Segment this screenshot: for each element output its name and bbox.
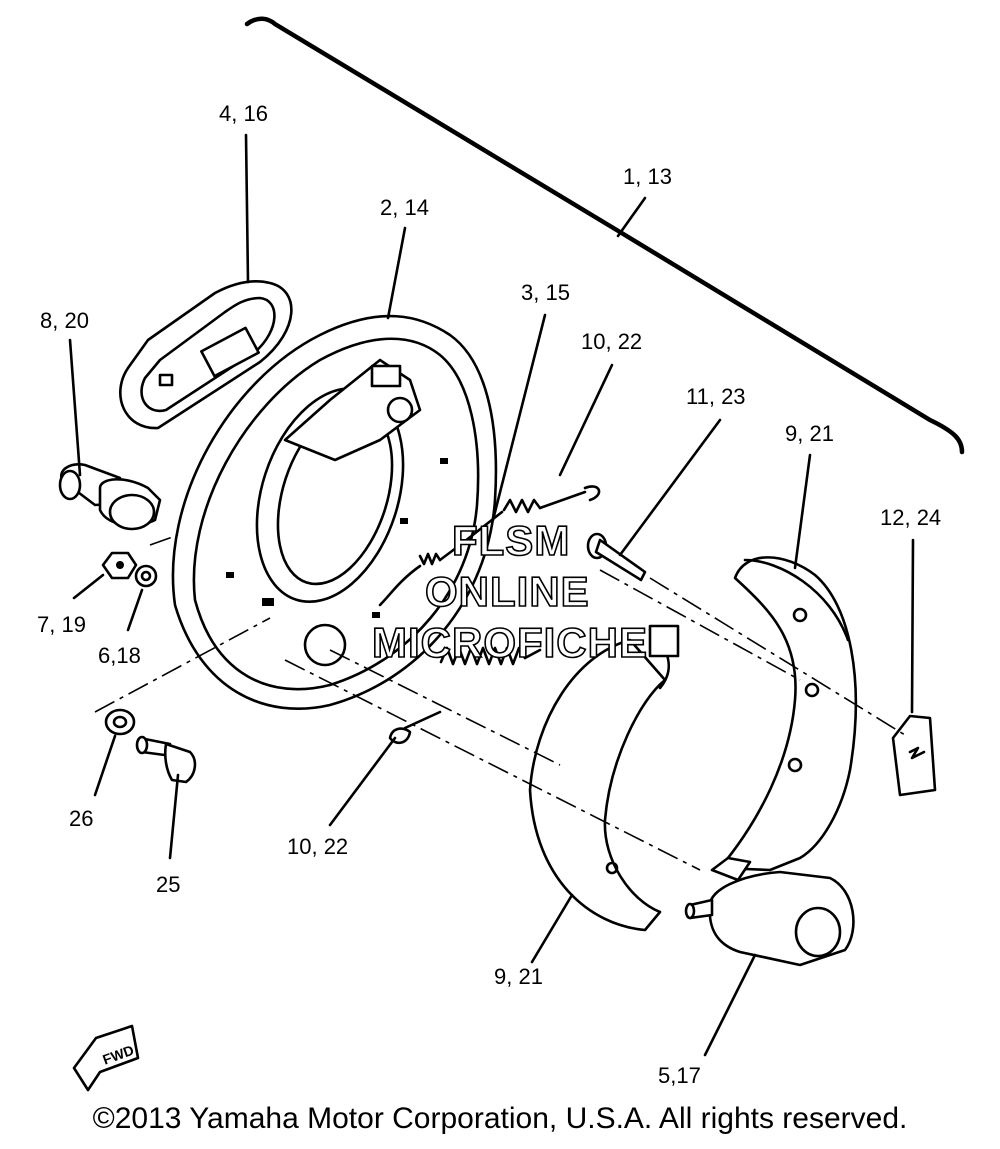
watermark-line-3: MICROFICHE [372, 619, 648, 666]
callout-3-15: 3, 15 [521, 280, 570, 305]
callout-26: 26 [69, 806, 93, 831]
brake-shoe-left [528, 624, 680, 932]
nut [101, 551, 138, 580]
brake-shoe-right [718, 556, 858, 872]
watermark-line-2: ONLINE [425, 568, 590, 615]
leader-2-14 [386, 226, 407, 320]
assembly-line-1 [94, 617, 271, 713]
washer-26 [104, 708, 136, 736]
callout-5-17: 5,17 [658, 1063, 701, 1088]
copyright-notice: ©2013 Yamaha Motor Corporation, U.S.A. A… [92, 1102, 908, 1135]
watermark-line-1: FLSM [452, 517, 570, 564]
forward-arrow-icon: FWD [72, 1024, 140, 1092]
leader-26 [93, 734, 117, 797]
leader-9-21-top [793, 453, 812, 570]
callout-11-23: 11, 23 [686, 384, 746, 409]
leader-11-23 [618, 418, 722, 557]
assembly-line-6 [599, 569, 801, 681]
leader-1-13 [616, 196, 647, 238]
assembly-line-5 [649, 577, 906, 736]
bolt-25 [135, 735, 197, 784]
callout-10-22-top: 10, 22 [581, 329, 642, 354]
leader-4-16 [244, 133, 250, 284]
leader-7-19 [72, 573, 105, 600]
callout-4-16: 4, 16 [219, 101, 268, 126]
brake-cam-block [684, 856, 855, 967]
rubber-cover [119, 280, 293, 430]
assembly-line-3 [284, 659, 701, 871]
camshaft-bushing [58, 463, 162, 531]
callout-6-18: 6,18 [98, 643, 141, 668]
lock-washer [134, 564, 158, 588]
callout-25: 25 [156, 872, 180, 897]
leader-12-24 [910, 538, 915, 714]
callout-10-22-bottom: 10, 22 [287, 834, 348, 859]
callout-7-19: 7, 19 [37, 612, 86, 637]
leader-25 [168, 773, 180, 860]
assembly-line-4 [329, 649, 561, 766]
callout-2-14: 2, 14 [380, 195, 429, 220]
callout-9-21-top: 9, 21 [785, 421, 834, 446]
indicator-plate [891, 714, 937, 797]
leader-10-22-top [558, 363, 614, 477]
watermark: FLSM ONLINE MICROFICHE [371, 516, 648, 667]
leader-6-18 [126, 588, 144, 632]
leader-5-17 [703, 953, 757, 1057]
assembly-line-2 [149, 534, 179, 546]
leader-9-21-bottom [530, 893, 574, 964]
leader-3-15 [491, 313, 547, 522]
leader-8-20 [68, 338, 82, 477]
callout-9-21-bottom: 9, 21 [494, 964, 543, 989]
spring-top [378, 485, 601, 607]
retaining-pin [586, 532, 647, 582]
callout-1-13: 1, 13 [623, 164, 672, 189]
callout-12-24: 12, 24 [880, 505, 941, 530]
callout-8-20: 8, 20 [40, 308, 89, 333]
brake-plate [171, 314, 498, 710]
leader-10-22-bottom [328, 736, 397, 827]
